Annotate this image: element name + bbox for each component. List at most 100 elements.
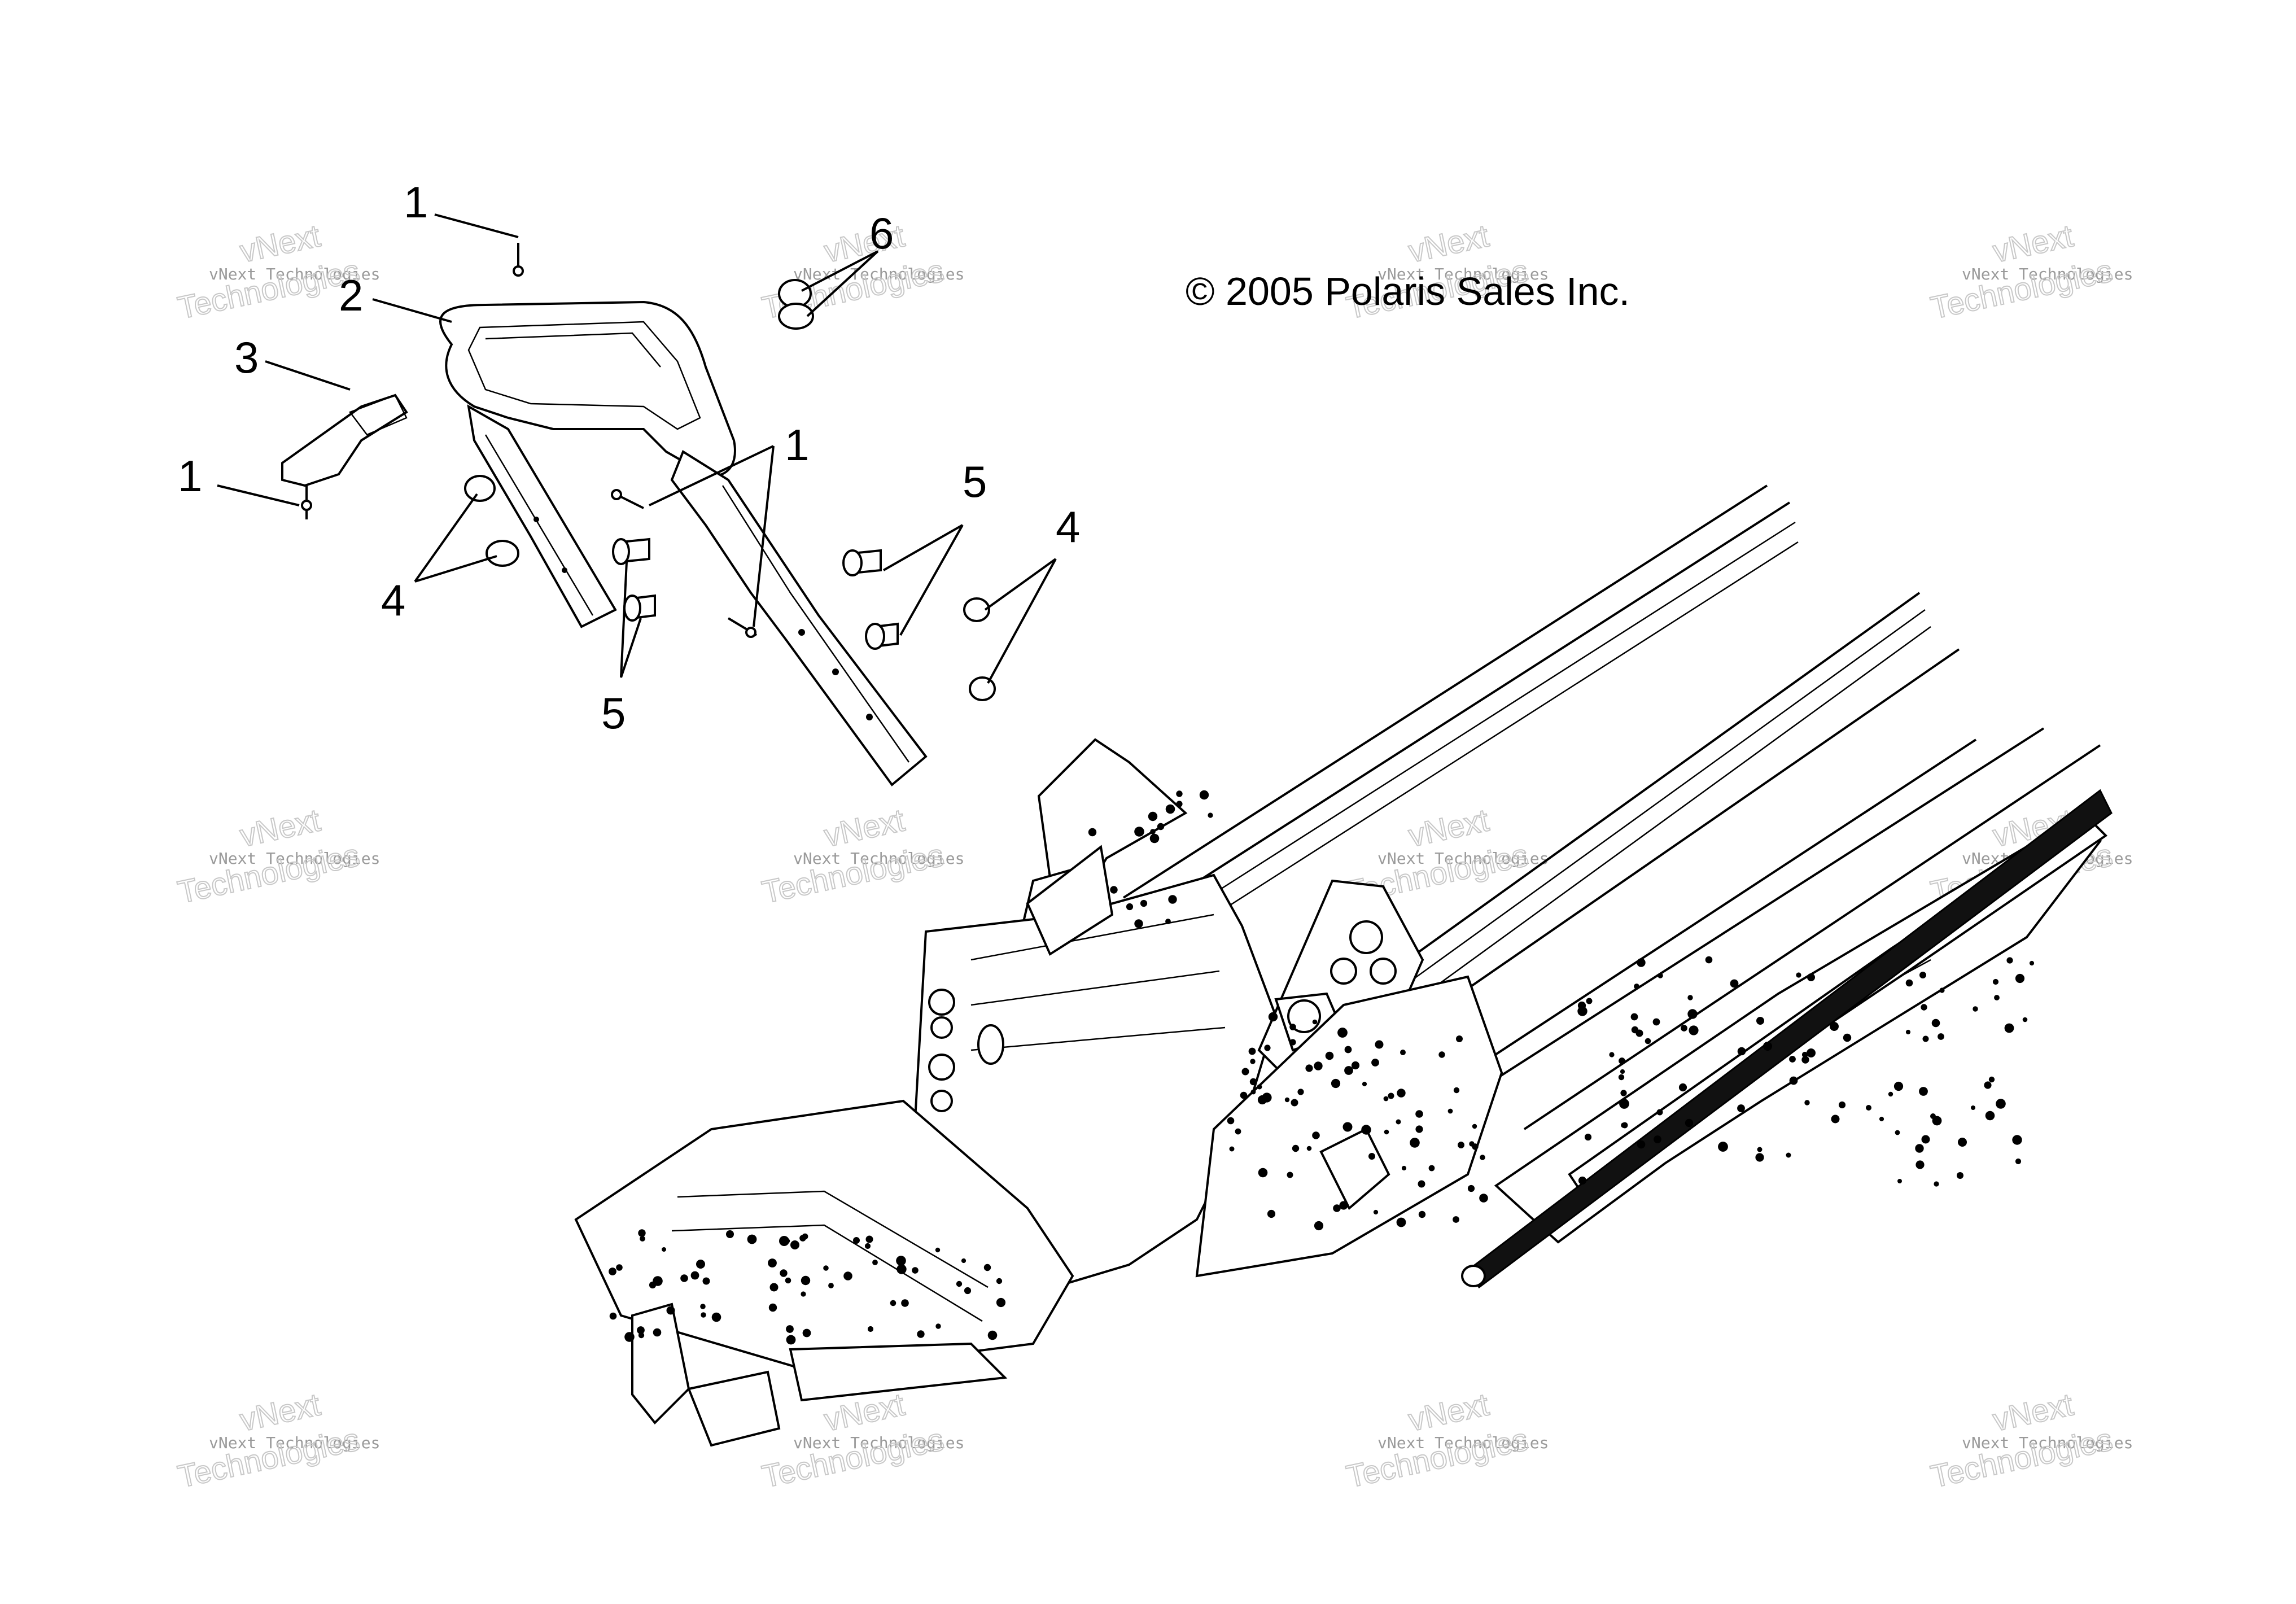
chassis-hole — [1637, 958, 1646, 967]
chassis-hole — [702, 1277, 710, 1285]
chassis-hole — [1922, 1035, 1929, 1042]
rear-bumper-part-2 — [439, 300, 928, 786]
chassis-hole — [1458, 1142, 1464, 1148]
callout-2: 2 — [339, 270, 363, 320]
chassis-hole — [726, 1230, 734, 1238]
chassis-hole — [638, 1229, 646, 1237]
chassis-hole — [1645, 1038, 1651, 1044]
chassis-hole — [1268, 1012, 1278, 1022]
leader-lines — [217, 213, 1057, 684]
chassis-hole — [1400, 1050, 1406, 1055]
chassis-hole — [964, 1287, 972, 1295]
chassis-hole — [1905, 1029, 1911, 1035]
chassis-hole — [1630, 1013, 1638, 1021]
chassis-hole — [1985, 1111, 1995, 1121]
chassis-hole — [1652, 1018, 1660, 1026]
chassis-hole — [790, 1240, 799, 1249]
chassis-hole — [1415, 1110, 1423, 1118]
chassis-hole — [711, 1312, 721, 1322]
chassis-hole — [2012, 1135, 2022, 1145]
chassis-hole — [1373, 1209, 1379, 1215]
chassis-hole — [1148, 811, 1158, 821]
chassis-hole — [799, 1235, 806, 1242]
chassis-hole — [1262, 1092, 1272, 1103]
chassis-hole — [1957, 1172, 1963, 1179]
chassis-hole — [1681, 1025, 1687, 1032]
watermark-small: vNext Technologies — [793, 1433, 964, 1452]
chassis-hole — [867, 1326, 874, 1332]
chassis-hole — [1586, 998, 1593, 1004]
callout-6: 6 — [869, 208, 894, 258]
chassis-hole — [983, 1264, 991, 1271]
chassis-hole — [1866, 1105, 1871, 1111]
chassis-hole — [1396, 1119, 1401, 1125]
chassis-hole — [786, 1335, 796, 1345]
chassis-hole — [1418, 1210, 1426, 1218]
chassis-hole — [1807, 973, 1815, 981]
callout-3: 3 — [234, 333, 259, 382]
chassis-hole — [896, 1256, 906, 1266]
chassis-hole — [1897, 1179, 1902, 1183]
watermark-small: vNext Technologies — [209, 849, 380, 868]
chassis-hole — [1789, 1056, 1796, 1063]
chassis-hole — [1988, 1076, 1995, 1083]
chassis-hole — [912, 1267, 919, 1274]
chassis-hole — [1619, 1057, 1625, 1064]
chassis-hole — [780, 1269, 788, 1277]
chassis-hole — [1289, 1024, 1296, 1030]
chassis-hole — [801, 1291, 806, 1297]
chassis-hole — [768, 1303, 777, 1312]
chassis-hole — [901, 1299, 909, 1307]
chassis-hole — [638, 1332, 645, 1339]
watermark-small: vNext Technologies — [1962, 1433, 2133, 1452]
chassis-hole — [609, 1268, 616, 1275]
chassis-hole — [2022, 1017, 2028, 1022]
chassis-hole — [1992, 978, 1999, 985]
chassis-hole — [769, 1283, 779, 1292]
chassis-hole — [1609, 1052, 1615, 1057]
chassis-hole — [1718, 1142, 1728, 1152]
chassis-hole — [701, 1312, 706, 1318]
callout-5: 5 — [963, 457, 987, 506]
chassis-hole — [1618, 1074, 1625, 1081]
chassis-hole — [1879, 1116, 1884, 1122]
chassis-hole — [1687, 995, 1693, 1000]
chassis-hole — [1110, 886, 1118, 894]
chassis-hole — [786, 1325, 794, 1333]
chassis-hole — [1264, 1044, 1271, 1051]
chassis-hole — [1578, 1176, 1587, 1185]
fastener-rivets-part-1 — [301, 243, 758, 638]
chassis-hole — [1656, 1109, 1663, 1116]
chassis-hole — [1480, 1155, 1485, 1160]
chassis-hole — [1689, 1025, 1699, 1035]
chassis-hole — [1973, 1006, 1978, 1012]
chassis-hole — [1240, 1091, 1248, 1099]
chassis-hole — [996, 1278, 1003, 1284]
callout-4: 4 — [1056, 502, 1080, 552]
chassis-hole — [1737, 1047, 1746, 1056]
chassis-hole — [1831, 1115, 1840, 1124]
chassis-hole — [1756, 1017, 1764, 1025]
chassis-hole — [1438, 1051, 1445, 1058]
chassis-hole — [961, 1258, 966, 1264]
chassis-hole — [624, 1332, 635, 1342]
chassis-hole — [1737, 1104, 1745, 1112]
chassis-hole — [2015, 1158, 2022, 1165]
chassis-hole — [917, 1330, 925, 1338]
chassis-hole — [1250, 1059, 1256, 1064]
chassis-hole — [1396, 1217, 1406, 1227]
chassis-hole — [1804, 1100, 1810, 1105]
chassis-hole — [1621, 1122, 1628, 1129]
chassis-hole — [1479, 1194, 1488, 1203]
chassis-hole — [1418, 1180, 1425, 1188]
chassis-hole — [1469, 1141, 1475, 1147]
chassis-hole — [1140, 899, 1148, 907]
chassis-hole — [1888, 1091, 1893, 1097]
callout-1: 1 — [785, 420, 809, 470]
chassis-hole — [1801, 1056, 1809, 1064]
chassis-hole — [1248, 1047, 1256, 1055]
